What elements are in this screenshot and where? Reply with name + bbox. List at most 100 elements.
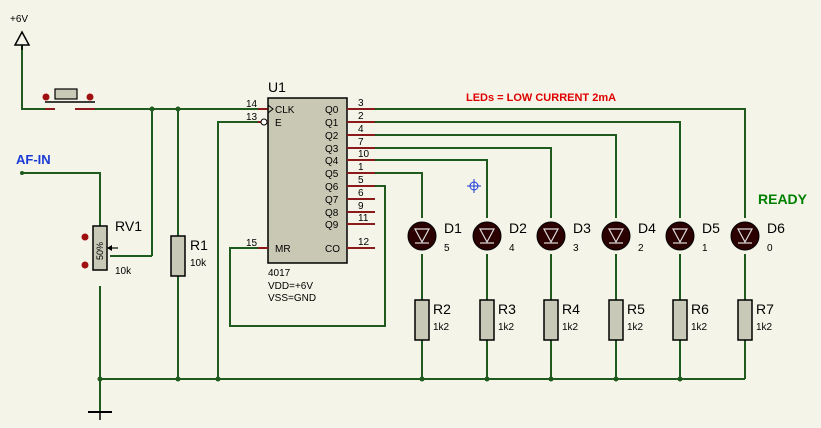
resistor-ref: R7	[756, 301, 774, 317]
power-terminal: +6V	[10, 14, 31, 50]
ic-pin-name: E	[275, 118, 282, 129]
ic-pin-e[interactable]: 13E	[246, 112, 282, 129]
ic-pin-name: Q4	[325, 156, 339, 167]
ic-pin-number: 4	[358, 124, 364, 135]
led-array: D1 5 D2 4 D3 3 D4 2 D5 1 D6 0	[407, 220, 785, 254]
resistor-value: 1k2	[498, 322, 515, 333]
resistor-value: 1k2	[756, 322, 773, 333]
resistor-ref: R2	[433, 301, 451, 317]
resistor-r1[interactable]: R1 10k	[170, 235, 208, 277]
resistor-ref: R4	[562, 301, 580, 317]
ic-pin-number: 14	[246, 99, 258, 110]
led-ref: D1	[444, 220, 462, 236]
ic-pin-q5[interactable]: 1Q5	[325, 162, 375, 180]
ic-pin-q7[interactable]: 6Q7	[325, 188, 375, 206]
crosshair-cursor-icon	[467, 179, 481, 193]
ic-pin-name: Q1	[325, 118, 339, 129]
resistor-ref: R5	[627, 301, 645, 317]
led-index: 2	[638, 243, 644, 254]
ic-pin-name: Q2	[325, 131, 339, 142]
pot-body-text: 50%	[95, 242, 105, 260]
ic-pin-number: 1	[358, 162, 364, 173]
potentiometer-rv1[interactable]: 50% RV1 10k	[81, 218, 143, 277]
ic-pin-number: 3	[358, 98, 364, 109]
ic-part: 4017	[268, 268, 291, 279]
ic-pin-number: 9	[358, 201, 364, 212]
led-ref: D5	[702, 220, 720, 236]
ic-pin-number: 11	[358, 213, 369, 224]
led-index: 4	[509, 243, 515, 254]
ic-pin-number: 12	[358, 237, 370, 248]
ic-pin-number: 13	[246, 112, 258, 123]
push-switch[interactable]	[42, 88, 96, 110]
ic-pin-q2[interactable]: 4Q2	[325, 124, 375, 142]
led-index: 0	[767, 243, 773, 254]
status-ready: READY	[758, 191, 808, 207]
resistor-value: 1k2	[691, 322, 708, 333]
ic-pin-q0[interactable]: 3Q0	[325, 98, 375, 116]
ic-pin-name: Q6	[325, 182, 339, 193]
led-ref: D4	[638, 220, 656, 236]
led-index: 5	[444, 243, 450, 254]
led-d1[interactable]: D1 5	[407, 220, 462, 254]
ic-pin-number: 6	[358, 188, 364, 199]
led-d2[interactable]: D2 4	[472, 220, 527, 254]
pot-value: 10k	[115, 266, 132, 277]
ic-pin-name: Q5	[325, 169, 339, 180]
junctions	[97, 106, 683, 382]
led-ref: D3	[573, 220, 591, 236]
ic-ref: U1	[268, 79, 286, 95]
ic-pin-name: Q9	[325, 220, 339, 231]
resistor-ref: R6	[691, 301, 709, 317]
af-input-terminal: AF-IN	[16, 152, 51, 175]
ground-symbol	[88, 411, 112, 420]
af-in-label: AF-IN	[16, 152, 51, 167]
wires	[21, 45, 746, 412]
r1-ref: R1	[190, 237, 208, 253]
ic-pin-number: 2	[358, 111, 364, 122]
ic-pin-q6[interactable]: 5Q6	[325, 175, 375, 193]
ic-vss: VSS=GND	[268, 293, 316, 304]
ic-pin-q8[interactable]: 9Q8	[325, 201, 375, 219]
led-ref: D6	[767, 220, 785, 236]
led-d5[interactable]: D5 1	[665, 220, 720, 254]
resistor-value: 1k2	[433, 322, 450, 333]
power-label: +6V	[10, 14, 28, 25]
ic-vdd: VDD=+6V	[268, 281, 313, 292]
ic-pin-number: 15	[246, 238, 258, 249]
ic-pin-number: 7	[358, 137, 364, 148]
led-ref: D2	[509, 220, 527, 236]
ic-pin-name: Q3	[325, 144, 339, 155]
resistor-value: 1k2	[627, 322, 644, 333]
ic-pin-q1[interactable]: 2Q1	[325, 111, 375, 129]
led-index: 3	[573, 243, 579, 254]
ic-pin-name: CO	[325, 244, 340, 255]
ic-pin-name: Q7	[325, 195, 339, 206]
resistor-value: 1k2	[562, 322, 579, 333]
led-index: 1	[702, 243, 708, 254]
led-d4[interactable]: D4 2	[601, 220, 656, 254]
led-d3[interactable]: D3 3	[536, 220, 591, 254]
led-current-note: LEDs = LOW CURRENT 2mA	[466, 92, 616, 104]
ic-pin-number: 10	[358, 149, 370, 160]
ic-pin-q3[interactable]: 7Q3	[325, 137, 375, 155]
ic-pin-name: Q8	[325, 208, 339, 219]
ic-pin-name: Q0	[325, 105, 339, 116]
r1-value: 10k	[190, 258, 207, 269]
led-d6[interactable]: D6 0	[730, 220, 785, 254]
